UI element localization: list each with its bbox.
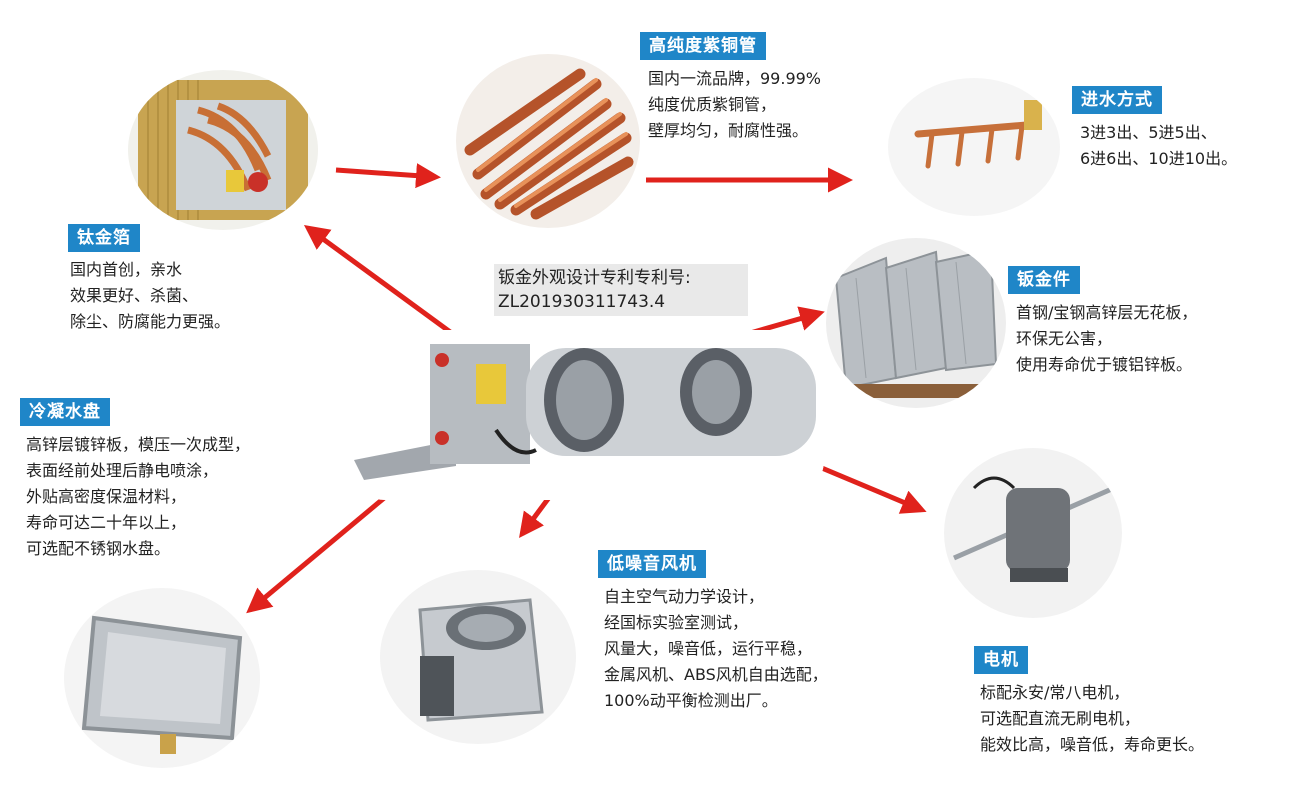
desc-line: 效果更好、杀菌、 bbox=[70, 286, 199, 305]
patent-number: ZL201930311743.4 bbox=[498, 292, 666, 312]
motor-photo bbox=[944, 448, 1122, 618]
desc-motor: 标配永安/常八电机， 可选配直流无刷电机， 能效比高，噪音低，寿命更长。 bbox=[980, 680, 1204, 758]
desc-line: 6进6出、10进10出。 bbox=[1080, 149, 1238, 168]
title-low-noise-fan: 低噪音风机 bbox=[598, 550, 706, 578]
blower-photo bbox=[380, 570, 576, 744]
desc-line: 100%动平衡检测出厂。 bbox=[604, 691, 778, 710]
desc-line: 使用寿命优于镀铝锌板。 bbox=[1016, 355, 1193, 374]
desc-line: 国内一流品牌，99.99% bbox=[648, 69, 822, 88]
desc-line: 纯度优质紫铜管， bbox=[648, 95, 777, 114]
desc-line: 可选配不锈钢水盘。 bbox=[26, 539, 171, 558]
desc-line: 金属风机、ABS风机自由选配， bbox=[604, 665, 828, 684]
desc-water-inlet: 3进3出、5进5出、 6进6出、10进10出。 bbox=[1080, 120, 1237, 172]
desc-line: 3进3出、5进5出、 bbox=[1080, 123, 1217, 142]
desc-line: 标配永安/常八电机， bbox=[980, 683, 1130, 702]
desc-drain-pan: 高锌层镀锌板，模压一次成型， 表面经前处理后静电喷涂， 外贴高密度保温材料， 寿… bbox=[26, 432, 250, 562]
desc-line: 首钢/宝钢高锌层无花板， bbox=[1016, 303, 1198, 322]
desc-line: 表面经前处理后静电喷涂， bbox=[26, 461, 219, 480]
fan-coil-unit-photo bbox=[346, 330, 824, 500]
desc-line: 国内首创，亲水 bbox=[70, 260, 183, 279]
desc-line: 能效比高，噪音低，寿命更长。 bbox=[980, 735, 1205, 754]
desc-titanium-foil: 国内首创，亲水 效果更好、杀菌、 除尘、防腐能力更强。 bbox=[70, 257, 230, 335]
desc-line: 高锌层镀锌板，模压一次成型， bbox=[26, 435, 251, 454]
arrow-unit-to-foil bbox=[303, 225, 470, 348]
desc-line: 寿命可达二十年以上， bbox=[26, 513, 187, 532]
desc-line: 可选配直流无刷电机， bbox=[980, 709, 1141, 728]
desc-line: 风量大，噪音低，运行平稳， bbox=[604, 639, 813, 658]
patent-note: 钣金外观设计专利专利号: ZL201930311743.4 bbox=[494, 264, 748, 316]
title-titanium-foil: 钛金箔 bbox=[68, 224, 140, 252]
desc-low-noise-fan: 自主空气动力学设计， 经国标实验室测试， 风量大，噪音低，运行平稳， 金属风机、… bbox=[604, 584, 828, 714]
title-motor: 电机 bbox=[974, 646, 1028, 674]
title-water-inlet: 进水方式 bbox=[1072, 86, 1162, 114]
desc-line: 经国标实验室测试， bbox=[604, 613, 749, 632]
title-copper-tube: 高纯度紫铜管 bbox=[640, 32, 766, 60]
patent-label: 钣金外观设计专利专利号: bbox=[498, 268, 691, 288]
desc-line: 外贴高密度保温材料， bbox=[26, 487, 187, 506]
desc-line: 自主空气动力学设计， bbox=[604, 587, 765, 606]
desc-line: 环保无公害， bbox=[1016, 329, 1113, 348]
drain-pan-photo bbox=[64, 588, 260, 768]
desc-copper-tube: 国内一流品牌，99.99% 纯度优质紫铜管， 壁厚均匀，耐腐性强。 bbox=[648, 66, 821, 144]
title-sheet-metal: 钣金件 bbox=[1008, 266, 1080, 294]
desc-sheet-metal: 首钢/宝钢高锌层无花板， 环保无公害， 使用寿命优于镀铝锌板。 bbox=[1016, 300, 1197, 378]
copper-pipes-photo bbox=[456, 54, 640, 228]
coil-photo bbox=[128, 70, 318, 230]
inlet-pipe-photo bbox=[888, 78, 1060, 216]
title-drain-pan: 冷凝水盘 bbox=[20, 398, 110, 426]
desc-line: 除尘、防腐能力更强。 bbox=[70, 312, 231, 331]
sheet-metal-photo bbox=[826, 238, 1006, 408]
desc-line: 壁厚均匀，耐腐性强。 bbox=[648, 121, 809, 140]
arrow-foil-to-copper bbox=[335, 163, 441, 189]
